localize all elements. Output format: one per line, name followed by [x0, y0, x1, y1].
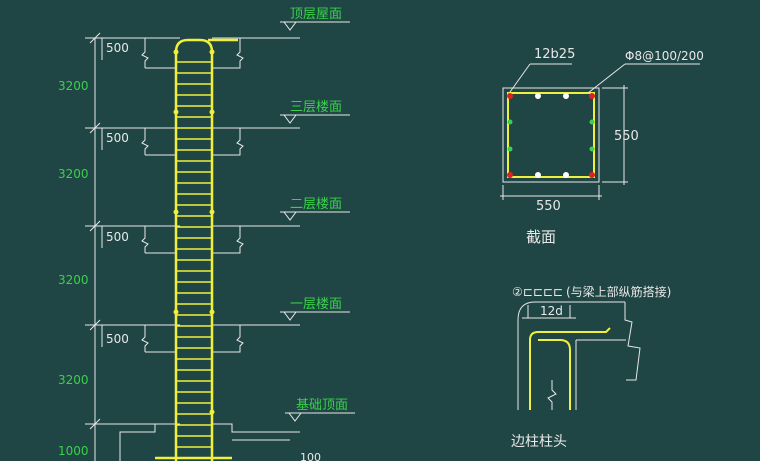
- section-width-label: 550: [536, 199, 561, 214]
- column-head-note: (与梁上部纵筋搭接): [566, 284, 671, 299]
- story-height-1: 3200: [58, 79, 89, 93]
- floor-slabs: [119, 37, 300, 461]
- column-head-caption: 边柱柱头: [511, 434, 567, 450]
- side-bar: [589, 119, 595, 125]
- floor-label-roof: 顶层屋面: [290, 7, 342, 22]
- top-dim-4: 500: [106, 332, 129, 346]
- column-bar-dot: [209, 109, 215, 115]
- column-bar-dot: [209, 209, 215, 215]
- top-dim-3: 500: [106, 230, 129, 244]
- column-head-anchor-dim: 12d: [540, 304, 563, 318]
- floor-label-1: 一层楼面: [290, 297, 342, 312]
- middle-bar: [535, 172, 541, 178]
- middle-bar: [563, 93, 569, 99]
- middle-bar: [535, 93, 541, 99]
- column-bar-dot: [209, 309, 215, 315]
- level-markers: [280, 21, 355, 422]
- bottom-dim-label: 100: [300, 451, 321, 461]
- column-bar-dot: [173, 109, 179, 115]
- section-bar-label: 12b25: [534, 47, 575, 62]
- elevation-dimensions: [85, 32, 180, 461]
- floor-label-3: 三层楼面: [290, 100, 342, 115]
- side-bar: [507, 119, 513, 125]
- story-height-2: 3200: [58, 167, 89, 181]
- side-bar: [589, 146, 595, 152]
- floor-label-foundation: 基础顶面: [296, 398, 348, 413]
- column-bar-dot: [173, 49, 179, 55]
- column-bar-dot: [209, 409, 215, 415]
- column-head-detail: [517, 301, 641, 410]
- column-head-note-prefix: ②⊏⊏⊏⊏: [512, 285, 563, 299]
- side-bar: [507, 146, 513, 152]
- story-height-3: 3200: [58, 273, 89, 287]
- floor-label-2: 二层楼面: [290, 197, 342, 212]
- section-stirrup-label: Φ8@100/200: [625, 49, 704, 63]
- top-dim-1: 500: [106, 41, 129, 55]
- column-bar-dot: [209, 49, 215, 55]
- story-height-5: 1000: [58, 444, 89, 458]
- corner-bar: [589, 172, 595, 178]
- column-bar-dots: [173, 49, 215, 415]
- corner-bar: [589, 93, 595, 99]
- corner-bar: [507, 172, 513, 178]
- top-dim-2: 500: [106, 131, 129, 145]
- column-bar-dot: [173, 209, 179, 215]
- corner-bar: [507, 93, 513, 99]
- column-bar-dot: [173, 309, 179, 315]
- column-head-rebar: [529, 327, 611, 410]
- section-view: [500, 63, 700, 200]
- story-height-4: 3200: [58, 373, 89, 387]
- middle-bar: [563, 172, 569, 178]
- column-stirrups: [176, 61, 212, 448]
- section-bars: [507, 93, 595, 178]
- column-rebar: [155, 38, 238, 461]
- section-caption: 截面: [526, 228, 556, 246]
- section-height-label: 550: [614, 129, 639, 144]
